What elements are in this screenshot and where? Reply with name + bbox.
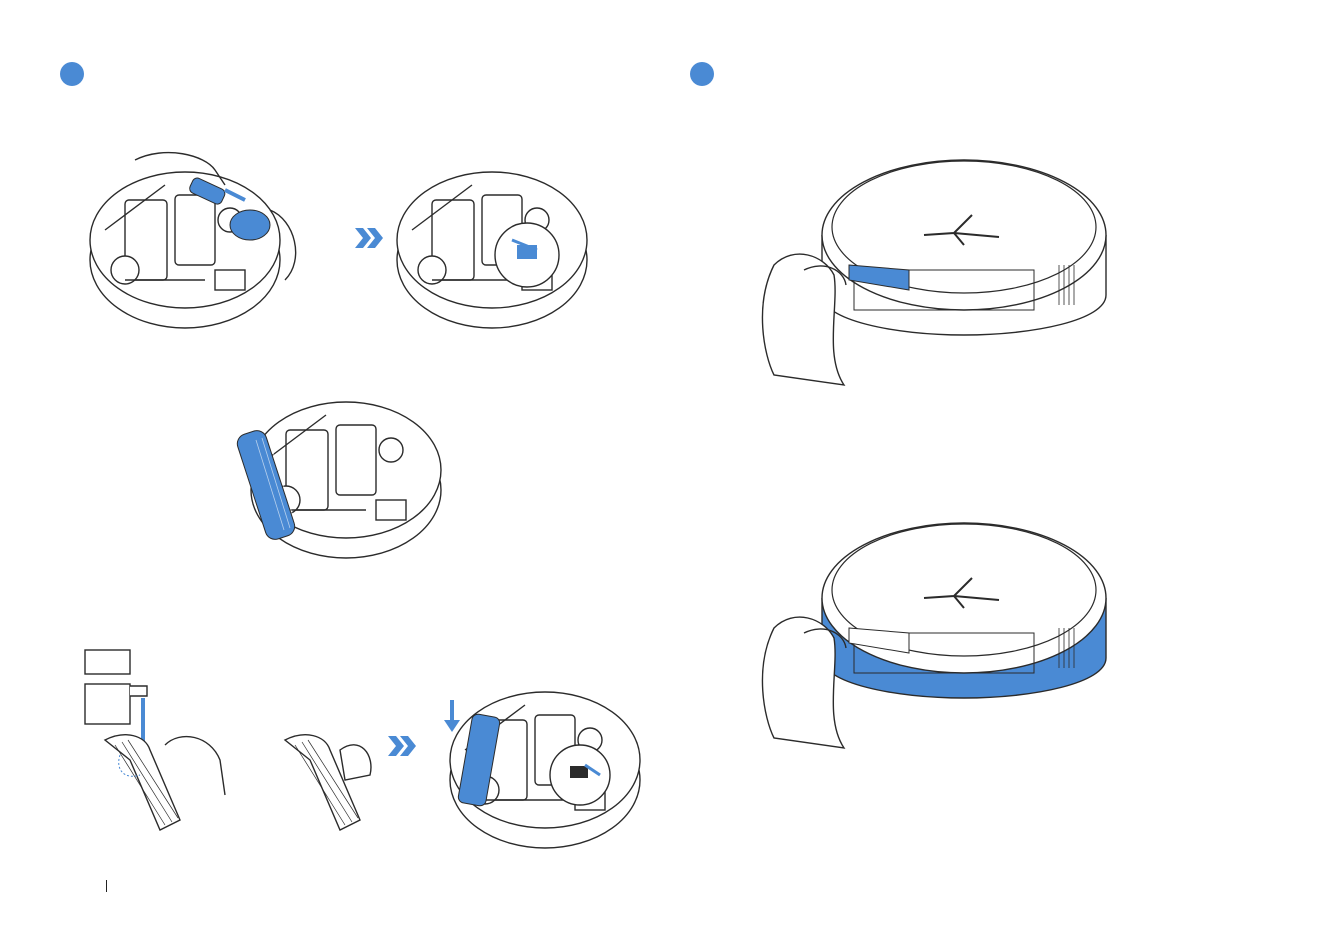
dry-brush-illustration bbox=[285, 735, 371, 830]
right-page bbox=[662, 0, 1324, 933]
left-illustrations bbox=[0, 0, 662, 933]
double-chevron-icon bbox=[355, 228, 383, 248]
left-page bbox=[0, 0, 662, 933]
right-illustrations bbox=[662, 0, 1324, 933]
down-arrow-icon bbox=[444, 700, 460, 732]
remove-main-brush-illustration bbox=[235, 402, 441, 558]
robot-top-view-1 bbox=[762, 160, 1106, 385]
footer-rule bbox=[106, 880, 107, 892]
remove-end-cap-illustration bbox=[90, 153, 296, 328]
rinse-brush-illustration bbox=[105, 735, 225, 830]
reinstall-end-cap-illustration bbox=[397, 172, 587, 328]
double-chevron-icon bbox=[388, 736, 416, 756]
reinstall-main-brush-illustration bbox=[450, 692, 640, 848]
robot-top-view-2 bbox=[762, 523, 1106, 748]
